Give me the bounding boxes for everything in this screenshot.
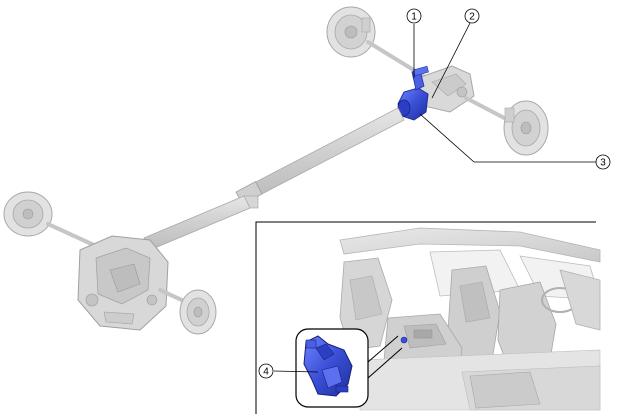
callout-4-label: 4 <box>263 367 269 378</box>
callout-1-label: 1 <box>411 12 417 23</box>
rear-axle <box>326 6 549 156</box>
transmission-icon <box>77 235 169 331</box>
rear-right-halfshaft <box>464 96 514 124</box>
callout-3-label: 3 <box>600 158 606 169</box>
callout-1: 1 <box>406 8 422 78</box>
inset-frame <box>255 221 596 414</box>
propeller-shaft <box>143 107 405 251</box>
callout-3: 3 <box>419 113 611 170</box>
front-left-wheel-hub-icon <box>3 191 53 237</box>
rear-coupling-component-icon <box>397 65 429 121</box>
front-drivetrain <box>3 191 217 335</box>
callout-4: 4 <box>258 363 319 379</box>
component-location-marker <box>400 336 408 344</box>
interior-inset <box>255 221 601 414</box>
front-right-wheel-hub-icon <box>179 289 217 335</box>
center-console-component-icon <box>303 335 353 397</box>
vehicle-interior-illustration <box>339 227 601 411</box>
rear-differential-icon <box>417 65 475 113</box>
rear-right-wheel-hub-icon <box>503 100 549 156</box>
rear-left-wheel-hub-icon <box>326 6 376 58</box>
callout-2: 2 <box>431 8 480 99</box>
magnifier-leader-bottom <box>367 347 403 379</box>
front-right-halfshaft <box>158 288 188 304</box>
front-left-halfshaft <box>46 222 98 248</box>
magnifier-leader-top <box>367 335 399 363</box>
callout-2-label: 2 <box>469 12 475 23</box>
